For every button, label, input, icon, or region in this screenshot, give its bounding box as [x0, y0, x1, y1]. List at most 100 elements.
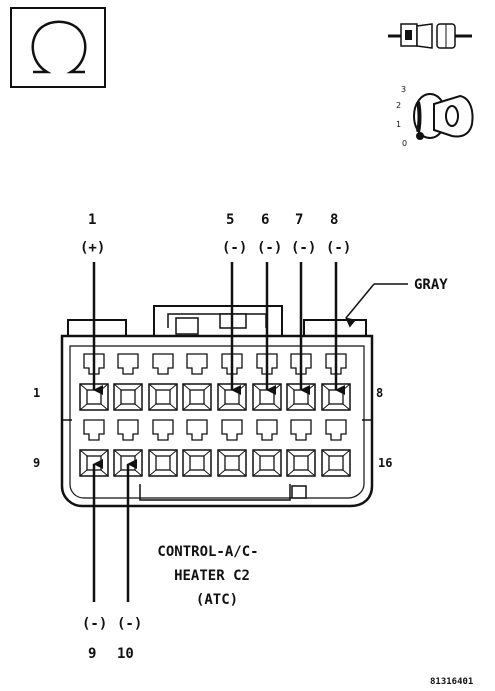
cavity-bevel	[182, 383, 191, 391]
cavity-terminal-11	[155, 455, 171, 471]
cavity-bevel	[203, 449, 212, 457]
cavity-tab-2	[117, 353, 139, 375]
top-pin-leaders: 1 (+) 5 (-) 6 (-) 7 (-) 8 (-)	[80, 212, 351, 395]
pin-8-number: 8	[330, 212, 338, 228]
cavity-terminal-14	[259, 455, 275, 471]
pin-1-polarity: (+)	[80, 240, 105, 256]
pin-7-number: 7	[295, 212, 303, 228]
cavity-bevel	[342, 403, 351, 411]
cavity-bevel	[217, 383, 226, 391]
cavity-bevel	[203, 383, 212, 391]
cavity-bevel	[113, 383, 122, 391]
pin-6-number: 6	[261, 212, 269, 228]
cavity-tab-12	[186, 419, 208, 441]
cavity-tab-15	[290, 419, 312, 441]
cavity-bevel	[203, 403, 212, 411]
cavity-bevel	[148, 469, 157, 477]
cavity-bevel	[252, 383, 261, 391]
cavity-bevel	[134, 449, 143, 457]
cavity-bevel	[100, 403, 109, 411]
cavity-bevel	[307, 403, 316, 411]
pin-8-polarity: (-)	[326, 240, 351, 256]
cavity-bevel	[79, 383, 88, 391]
cavity-tab-11	[152, 419, 174, 441]
color-label: GRAY	[414, 277, 448, 293]
cavity-terminal-6	[259, 389, 275, 405]
cavity-bevel	[169, 469, 178, 477]
connector-title-line1: CONTROL-A/C-	[157, 544, 258, 560]
omega-icon	[10, 7, 106, 88]
cavity-tab-10	[117, 419, 139, 441]
key-scale-2: 2	[396, 101, 401, 110]
row1-right-label: 8	[376, 386, 383, 400]
gray-arrow	[345, 283, 375, 328]
cavity-bevel	[217, 403, 226, 411]
cavity-bevel	[273, 403, 282, 411]
cavity-bevel	[113, 449, 122, 457]
cavity-bevel	[342, 469, 351, 477]
row2-left-label: 9	[33, 456, 40, 470]
cavity-bevel	[238, 449, 247, 457]
cavity-terminal-13	[224, 455, 240, 471]
cavity-tab-4	[186, 353, 208, 375]
cavity-bevel	[286, 383, 295, 391]
cavity-terminal-12	[189, 455, 205, 471]
pin-1-number: 1	[88, 212, 96, 228]
cavity-terminal-15	[293, 455, 309, 471]
pin-9-polarity: (-)	[82, 616, 107, 632]
cavity-bevel	[321, 469, 330, 477]
connector-title-line2: HEATER C2	[174, 568, 250, 584]
cavity-bevel	[238, 469, 247, 477]
cavity-tab-14	[256, 419, 278, 441]
pin-9-number: 9	[88, 646, 96, 662]
cavity-bevel	[286, 449, 295, 457]
cavity-tab-16	[325, 419, 347, 441]
cavity-bevel	[273, 469, 282, 477]
cavity-bevel	[273, 449, 282, 457]
connector-halves-icon	[388, 23, 472, 49]
cavity-bevel	[113, 403, 122, 411]
cavity-bevel	[169, 403, 178, 411]
bottom-pin-leaders: (-) 9 (-) 10	[82, 459, 142, 662]
pin-5-polarity: (-)	[222, 240, 247, 256]
cavity-terminal-7	[293, 389, 309, 405]
cavity-bevel	[321, 403, 330, 411]
cavity-bevel	[217, 449, 226, 457]
cavity-bevel	[217, 469, 226, 477]
row2-right-label: 16	[378, 456, 392, 470]
cavity-bevel	[342, 449, 351, 457]
cavity-bevel	[307, 469, 316, 477]
cavity-bevel	[286, 469, 295, 477]
cavity-grid	[79, 353, 351, 477]
key-scale-0: 0	[402, 139, 407, 148]
cavity-bevel	[148, 449, 157, 457]
cavity-bevel	[169, 383, 178, 391]
cavity-tab-13	[221, 419, 243, 441]
cavity-tab-9	[83, 419, 105, 441]
pin-10-number: 10	[117, 646, 134, 662]
cavity-bevel	[286, 403, 295, 411]
pin-10-polarity: (-)	[117, 616, 142, 632]
ignition-key-icon: 3 2 1 0	[396, 85, 474, 148]
cavity-bevel	[79, 469, 88, 477]
cavity-bevel	[182, 403, 191, 411]
cavity-bevel	[307, 449, 316, 457]
key-scale-3: 3	[401, 85, 406, 94]
cavity-bevel	[148, 383, 157, 391]
cavity-bevel	[79, 449, 88, 457]
cavity-terminal-3	[155, 389, 171, 405]
cavity-terminal-8	[328, 389, 344, 405]
cavity-terminal-4	[189, 389, 205, 405]
cavity-bevel	[238, 403, 247, 411]
figure-id: 81316401	[430, 677, 473, 687]
cavity-bevel	[321, 383, 330, 391]
cavity-bevel	[79, 403, 88, 411]
cavity-terminal-2	[120, 389, 136, 405]
pin-6-polarity: (-)	[257, 240, 282, 256]
cavity-bevel	[169, 449, 178, 457]
cavity-bevel	[100, 469, 109, 477]
cavity-terminal-1	[86, 389, 102, 405]
cavity-bevel	[252, 469, 261, 477]
cavity-bevel	[134, 469, 143, 477]
